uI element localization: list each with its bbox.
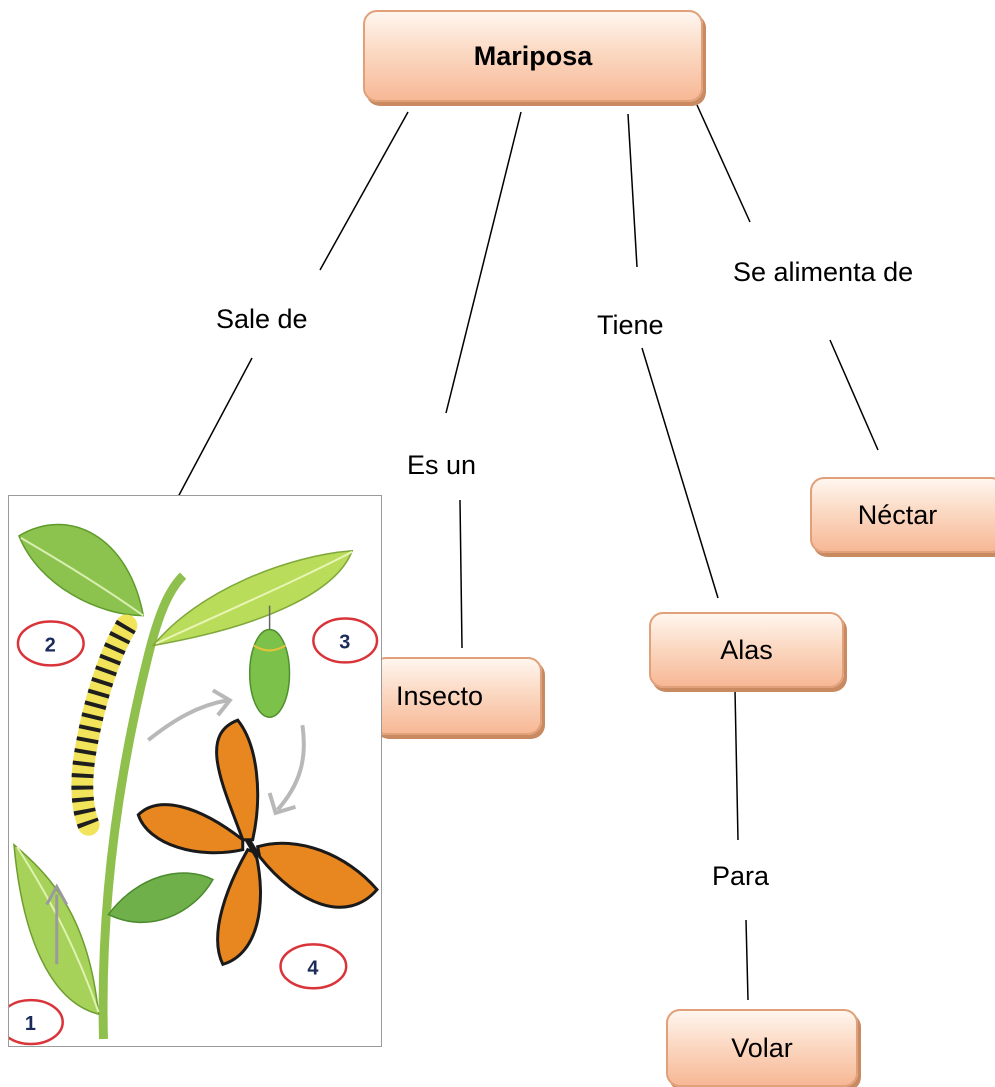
stage-2-marker: 2 [16,620,85,667]
connector-alimenta-nectar [829,339,879,451]
chrysalis [248,605,291,718]
svg-text:4: 4 [307,957,318,979]
caterpillar [71,614,138,836]
node-insecto: Insecto [372,657,542,735]
connector-alas-para [734,689,739,841]
connector-sale-de-image [177,357,253,498]
node-nectar: Néctar [810,477,995,553]
connector-es-un-insecto [459,499,463,649]
stage-3-marker: 3 [312,617,379,664]
label-es-un: Es un [407,450,477,480]
label-se-alimenta-de: Se alimenta de [733,257,914,287]
arrow-right-icon [147,688,233,742]
svg-text:3: 3 [339,631,350,653]
arrow-up-icon [45,883,68,965]
butterfly-lifecycle-image: 1 2 3 4 [8,495,382,1047]
stage-1-marker: 1 [9,998,64,1046]
svg-text:2: 2 [45,634,56,656]
svg-text:1: 1 [25,1013,36,1035]
connector-para-volar [745,919,749,1001]
connector-root-sale-de [319,111,409,271]
label-tiene: Tiene [597,310,664,340]
connector-root-es-un [445,111,522,414]
monarch-butterfly [136,718,379,967]
label-para: Para [712,861,770,891]
connector-root-tiene [627,113,638,268]
node-mariposa: Mariposa [363,10,703,102]
connector-tiene-alas [641,347,719,599]
stage-4-marker: 4 [279,943,348,990]
connector-root-alimenta [696,104,751,223]
arrow-down-icon [267,724,306,816]
label-sale-de: Sale de [216,304,308,334]
node-alas: Alas [649,612,844,688]
node-volar: Volar [666,1009,858,1087]
leaf-bottom-right [107,872,214,924]
